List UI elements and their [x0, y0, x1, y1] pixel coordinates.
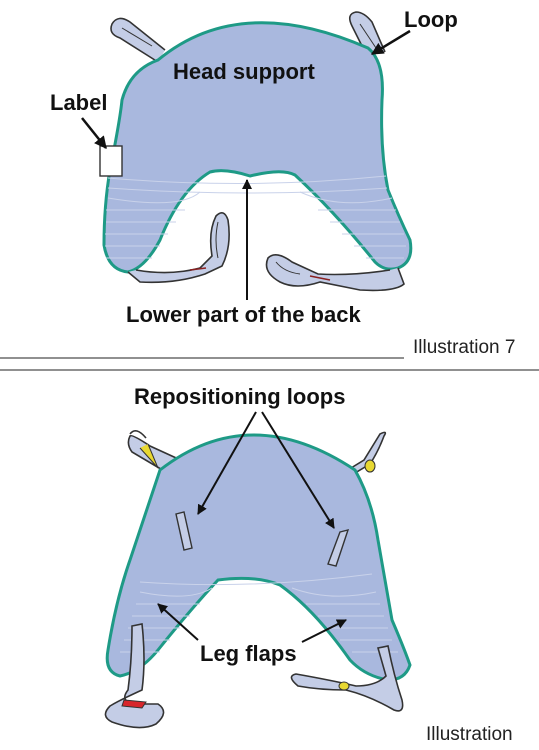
sling-body-bottom — [105, 433, 412, 682]
arrow-leg-flaps-right — [301, 619, 347, 643]
illustration-7: Head support Loop Label Lower part of th… — [50, 7, 515, 358]
arrow-leg-flaps-left — [157, 603, 199, 641]
repositioning-loop-right — [327, 529, 350, 567]
leg-strap-left-bottom — [104, 623, 165, 729]
leg-strap-left-top — [127, 212, 230, 284]
arrow-repositioning-left — [197, 411, 257, 515]
label-lower-back: Lower part of the back — [126, 302, 361, 327]
quilt-lines-top — [105, 175, 406, 259]
arrow-repositioning-right — [261, 411, 335, 529]
label-repositioning-loops: Repositioning loops — [134, 384, 345, 409]
repositioning-loop-left — [175, 511, 193, 551]
leg-strap-right-bottom — [290, 645, 404, 712]
label-loop: Loop — [404, 7, 458, 32]
label-leg-flaps: Leg flaps — [200, 641, 297, 666]
illustration-bottom: Repositioning loops Leg flaps Illustrati… — [104, 384, 513, 745]
leg-strap-right-top — [265, 254, 405, 292]
label-label: Label — [50, 90, 107, 115]
arrow-label — [81, 117, 107, 149]
label-head-support: Head support — [173, 59, 315, 84]
top-left-loop — [110, 17, 166, 63]
caption-illustration-7: Illustration 7 — [413, 337, 515, 358]
caption-illustration-bottom: Illustration — [426, 724, 513, 745]
label-patch — [99, 145, 123, 177]
arrow-loop — [370, 29, 411, 56]
